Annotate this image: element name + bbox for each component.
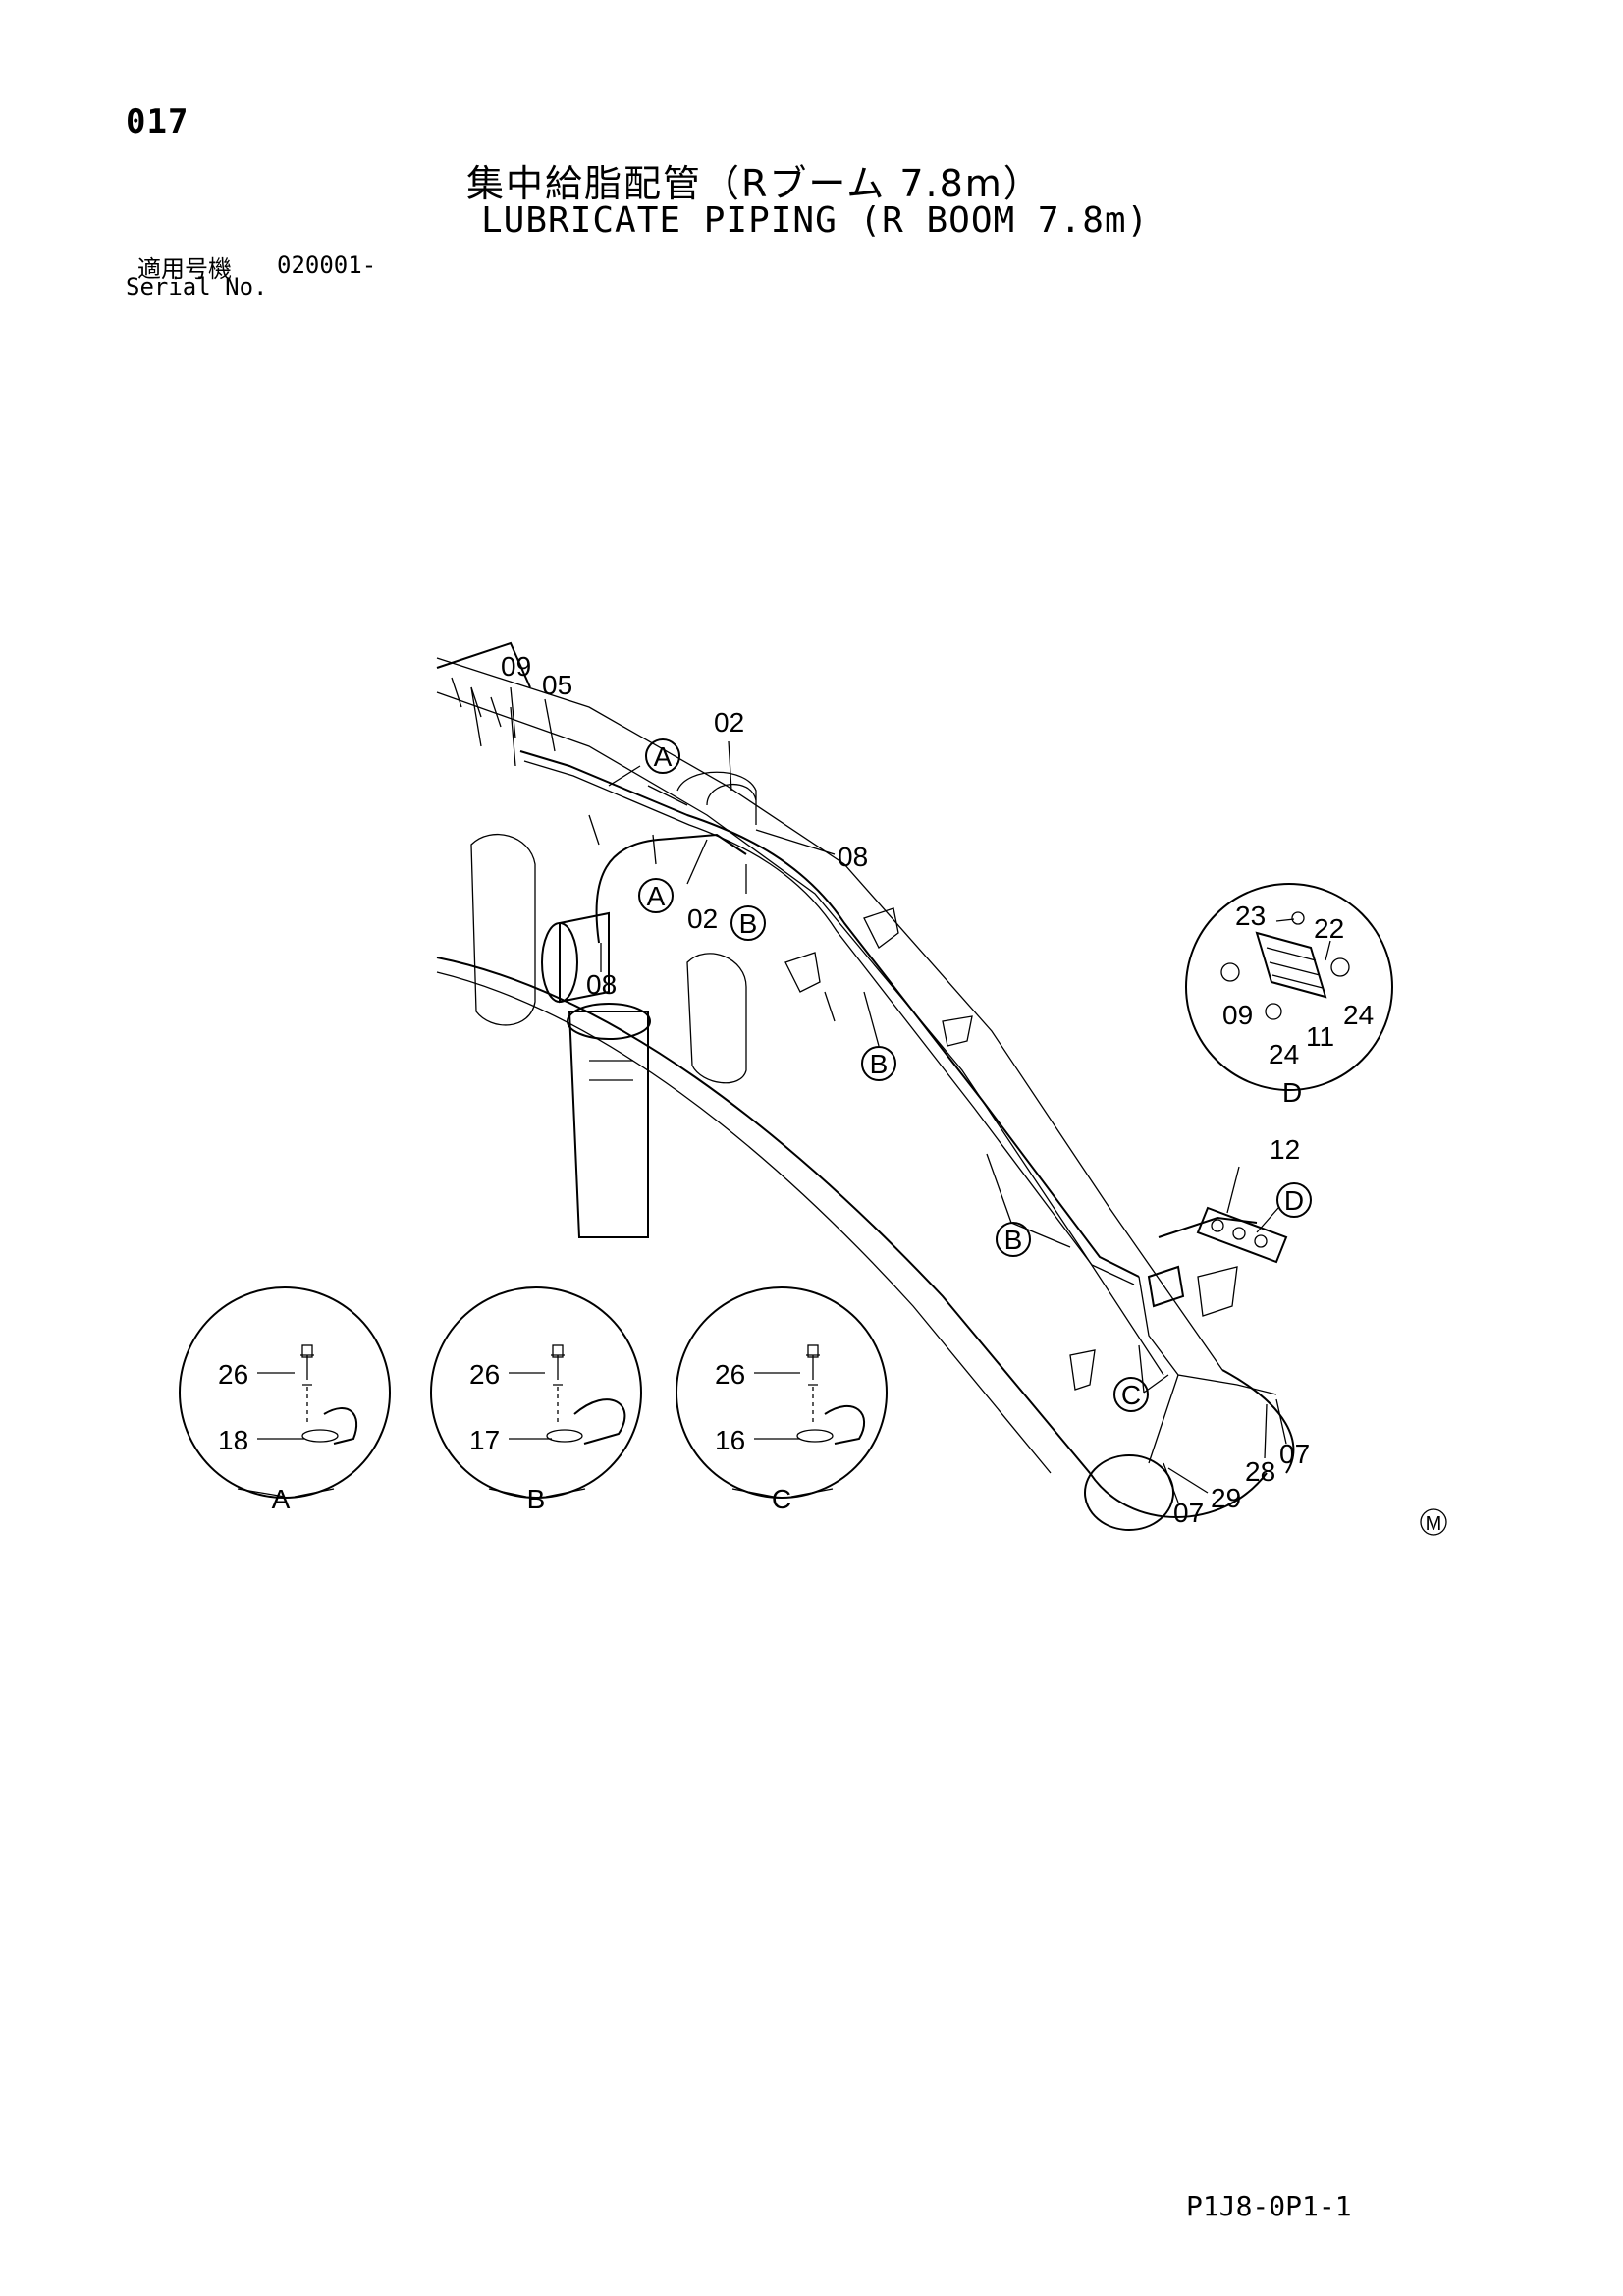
detail-d-callout-22: 22 [1314,913,1344,944]
callout-29: 29 [1211,1483,1241,1513]
callout-08-left: 08 [586,969,617,1000]
circle-ref-b2: B [861,1046,896,1081]
callout-12: 12 [1270,1134,1300,1165]
detail-c-callout-26: 26 [715,1359,745,1390]
detail-d-callout-09: 09 [1222,1000,1253,1030]
detail-d-label: D [1282,1077,1302,1108]
circle-ref-b1: B [730,905,766,941]
circle-ref-c1: C [1113,1377,1149,1412]
page-number: 017 [126,102,189,141]
detail-a: 26 18 A [179,1286,391,1514]
detail-b-callout-26: 26 [469,1359,500,1390]
detail-b-callout-17: 17 [469,1425,500,1455]
detail-c: 26 16 C [676,1286,888,1514]
serial-value: 020001- [277,251,377,279]
callout-28: 28 [1245,1456,1275,1487]
page-title-japanese: 集中給脂配管（Rブーム 7.8m） [466,162,1043,205]
callout-08-right: 08 [838,842,868,872]
detail-c-callout-16: 16 [715,1425,745,1455]
detail-b-label: B [527,1484,546,1514]
detail-d-callout-23: 23 [1235,901,1266,931]
detail-d-callout-11: 11 [1306,1021,1334,1052]
circle-ref-b3: B [996,1222,1031,1257]
callout-07-right: 07 [1279,1439,1310,1469]
detail-d-callout-24-bottom: 24 [1269,1039,1299,1069]
svg-text:A: A [647,881,666,911]
drawing-code: P1J8-0P1-1 [1186,2190,1352,2222]
svg-text:B: B [739,908,758,939]
callout-07-left: 07 [1173,1498,1204,1528]
distributor-block [1147,1206,1288,1308]
detail-a-callout-26: 26 [218,1359,248,1390]
lube-piping [519,750,1277,1464]
page-title-english: LUBRICATE PIPING (R BOOM 7.8m) [481,200,1150,241]
svg-text:C: C [1121,1380,1141,1410]
detail-c-label: C [772,1484,791,1514]
detail-d-callout-24-right: 24 [1343,1000,1374,1030]
svg-text:A: A [654,741,673,772]
m-mark: M [1420,1508,1447,1536]
serial-label-japanese: 適用号機 [137,255,232,283]
svg-text:D: D [1284,1185,1304,1216]
svg-text:M: M [1426,1513,1442,1535]
detail-d: 23 22 09 24 11 24 D [1185,883,1393,1108]
callout-05: 05 [542,670,572,700]
leader-lines [510,686,1287,1503]
circle-ref-a1: A [645,738,680,774]
callout-02-top: 02 [714,707,744,738]
circle-ref-a2: A [638,878,674,913]
callout-02-mid: 02 [687,903,718,934]
circle-ref-d1: D [1276,1182,1312,1218]
svg-text:B: B [1004,1225,1023,1255]
boom-body [436,641,1295,1531]
detail-b: 26 17 B [430,1286,642,1514]
detail-a-label: A [272,1484,291,1514]
svg-text:B: B [870,1049,889,1079]
detail-a-callout-18: 18 [218,1425,248,1455]
callout-09-top: 09 [501,651,531,682]
serial-label-english: Serial No. [126,273,268,301]
